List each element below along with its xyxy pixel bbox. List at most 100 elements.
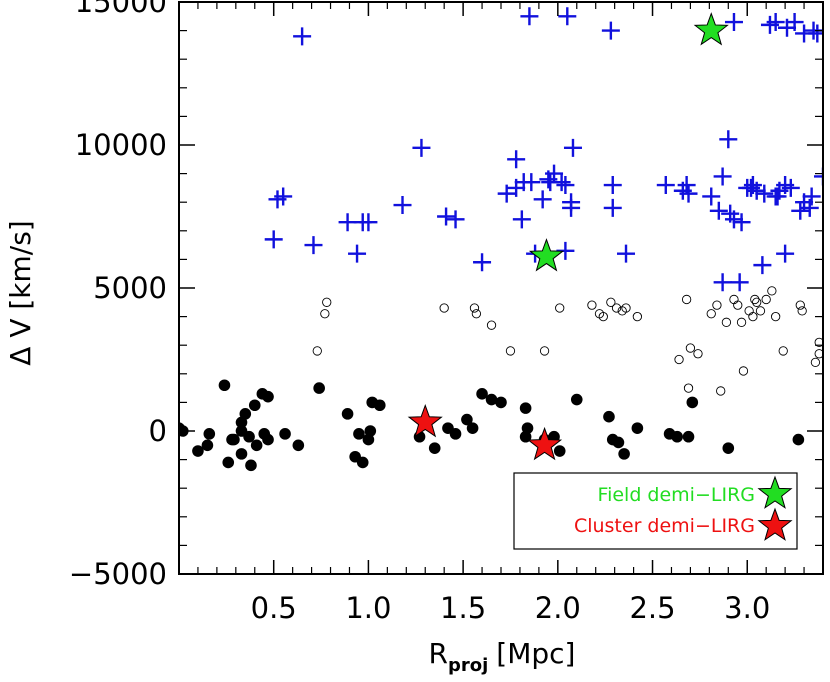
cluster-member-filled-circle — [192, 445, 204, 457]
cluster-member-filled-circle — [476, 388, 488, 400]
x-axis-title-unit: [Mpc] — [496, 637, 575, 670]
y-tick-label: 0 — [149, 414, 167, 448]
field-galaxy-plus-marker — [617, 244, 636, 263]
legend-label-field: Field demi−LIRG — [598, 484, 755, 506]
field-galaxy-plus-marker — [601, 21, 620, 40]
nonmember-open-circle — [555, 303, 565, 313]
field-galaxy-plus-marker — [724, 13, 743, 32]
cluster-member-filled-circle — [485, 393, 498, 406]
cluster-member-filled-circle — [218, 379, 231, 392]
nonmember-open-circle — [322, 297, 332, 307]
cluster-member-filled-circle — [612, 436, 625, 449]
field-galaxy-plus-marker — [393, 196, 412, 215]
field-galaxy-plus-marker — [785, 13, 804, 32]
cluster-member-filled-circle — [356, 456, 369, 469]
field-galaxy-plus-marker — [274, 187, 293, 206]
field-galaxy-plus-marker — [293, 27, 312, 46]
cluster-member-filled-circle — [248, 399, 261, 412]
y-tick-label: 5000 — [93, 271, 167, 305]
cluster-member-filled-circle — [570, 393, 583, 406]
data-points — [179, 7, 823, 472]
nonmember-open-circle — [539, 346, 550, 356]
cluster-member-filled-circle — [243, 430, 255, 443]
cluster-member-filled-circle — [364, 425, 377, 437]
field-galaxy-plus-marker — [497, 184, 516, 203]
x-axis-title-subscript: proj — [448, 655, 488, 676]
cluster-member-filled-circle — [235, 448, 248, 460]
nonmember-open-circle — [674, 354, 684, 365]
cluster-demi-lirg-star — [407, 403, 443, 438]
field-galaxy-plus-marker — [709, 201, 728, 220]
field-galaxy-plus-marker — [562, 193, 581, 212]
cluster-member-filled-circle — [792, 433, 805, 446]
field-galaxy-plus-marker — [808, 24, 823, 43]
field-galaxy-plus-marker — [713, 273, 732, 292]
cluster-member-filled-circle — [618, 448, 630, 460]
cluster-member-filled-circle — [245, 459, 257, 472]
nonmember-open-circle — [312, 346, 322, 356]
x-tick-label: 1.5 — [440, 591, 486, 625]
field-galaxy-plus-marker — [656, 176, 675, 195]
field-galaxy-plus-marker — [556, 176, 575, 195]
nonmember-open-circle — [761, 294, 771, 305]
cluster-member-filled-circle — [228, 433, 240, 446]
x-tick-label: 1.0 — [345, 591, 391, 625]
nonmember-open-circle — [755, 306, 766, 316]
x-axis-title-main: R — [429, 637, 448, 670]
field-galaxy-plus-marker — [558, 7, 577, 26]
cluster-member-filled-circle — [466, 422, 479, 434]
cluster-member-filled-circle — [449, 428, 462, 440]
field-galaxy-plus-marker — [348, 244, 367, 263]
nonmember-open-circle — [767, 286, 777, 296]
nonmember-open-circle — [814, 337, 823, 347]
field-galaxy-plus-marker — [304, 236, 323, 255]
cluster-member-filled-circle — [353, 428, 365, 440]
nonmember-open-circle — [621, 303, 631, 313]
nonmember-open-circle — [729, 294, 739, 305]
x-tick-label: 2.5 — [629, 591, 675, 625]
nonmember-open-circle — [632, 311, 643, 322]
nonmember-open-circle — [721, 317, 732, 327]
field-galaxy-plus-marker — [753, 256, 772, 275]
nonmember-open-circle — [587, 300, 597, 310]
field-galaxy-plus-marker — [802, 187, 821, 206]
field-galaxy-plus-marker — [512, 210, 531, 229]
field-galaxy-plus-marker — [522, 173, 541, 192]
cluster-member-filled-circle — [279, 428, 291, 440]
nonmember-open-circle — [814, 349, 823, 359]
x-tick-label: 2.0 — [535, 591, 581, 625]
field-galaxy-plus-marker — [507, 150, 526, 169]
field-galaxy-plus-marker — [677, 176, 696, 195]
field-galaxy-plus-marker — [679, 184, 698, 203]
nonmember-open-circle — [738, 366, 749, 376]
field-galaxy-plus-marker — [473, 253, 492, 272]
cluster-member-filled-circle — [201, 439, 214, 452]
y-tick-label: 10000 — [75, 128, 167, 162]
cluster-member-filled-circle — [428, 442, 441, 454]
x-axis-title: Rproj [Mpc] — [429, 637, 576, 676]
field-galaxy-plus-marker — [800, 198, 819, 217]
legend-star-cluster-icon — [757, 507, 793, 541]
field-galaxy-plus-marker — [724, 210, 743, 229]
cluster-member-filled-circle — [461, 413, 473, 426]
cluster-member-filled-circle — [722, 442, 735, 454]
cluster-member-filled-circle — [203, 428, 216, 440]
field-galaxy-plus-marker — [730, 273, 749, 292]
nonmember-open-circle — [320, 309, 330, 319]
field-galaxy-plus-marker — [520, 7, 539, 26]
field-galaxy-plus-marker — [791, 201, 810, 220]
cluster-member-filled-circle — [341, 408, 354, 420]
nonmember-open-circle — [606, 297, 616, 307]
nonmember-open-circle — [505, 346, 516, 356]
nonmember-open-circle — [439, 303, 449, 313]
y-tick-label: −5000 — [69, 557, 167, 591]
cluster-member-filled-circle — [222, 456, 235, 469]
cluster-member-filled-circle — [603, 410, 615, 423]
field-galaxy-plus-marker — [603, 198, 622, 217]
legend-box — [513, 472, 798, 550]
cluster-member-filled-circle — [521, 422, 534, 434]
field-galaxy-plus-marker — [264, 230, 283, 249]
field-galaxy-plus-marker — [719, 130, 738, 149]
